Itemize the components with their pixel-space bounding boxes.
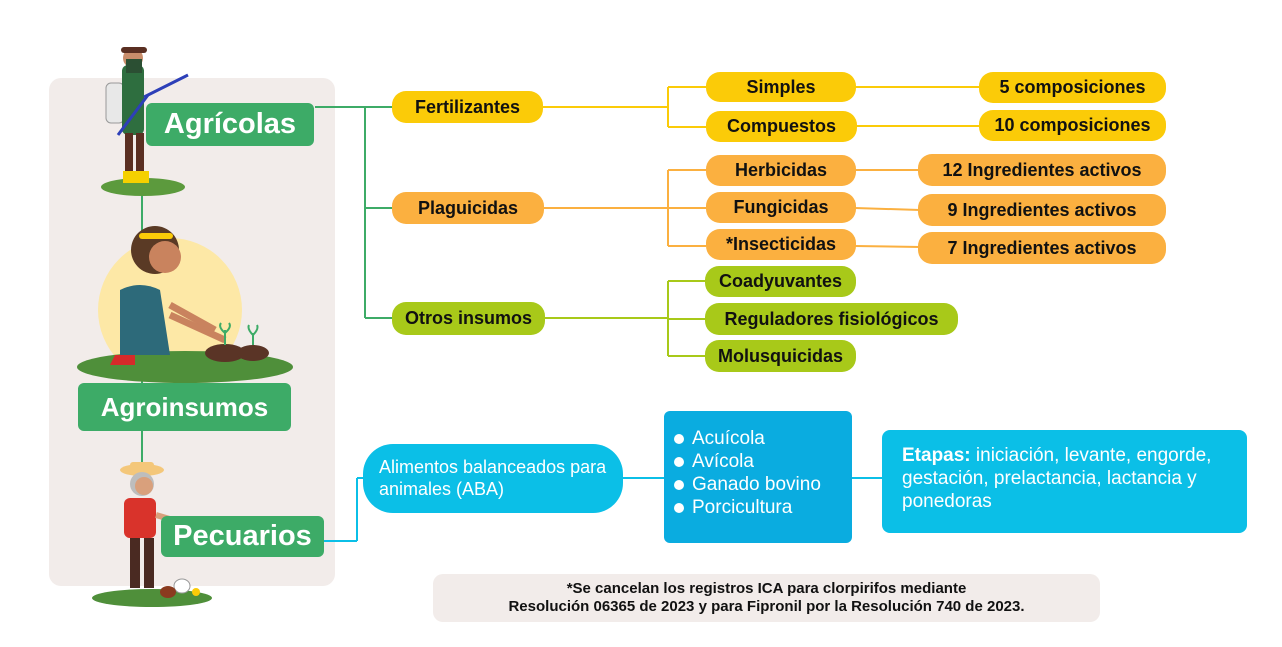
fertilizantes-node: Fertilizantes — [392, 91, 543, 123]
herbicidas-node: Herbicidas — [706, 155, 856, 186]
reguladores-node: Reguladores fisiológicos — [705, 303, 958, 335]
species-item: Porcicultura — [674, 496, 842, 519]
fungicidas-node: Fungicidas — [706, 192, 856, 223]
compuestos-detail: 10 composiciones — [979, 110, 1166, 141]
stages-label: Etapas: — [902, 445, 971, 466]
insecticidas-node: *Insecticidas — [706, 229, 856, 260]
woman-planting-illustration — [77, 226, 293, 383]
species-box: Acuícola Avícola Ganado bovino Porcicult… — [664, 411, 852, 543]
stages-box: Etapas: iniciación, levante, engorde, ge… — [882, 430, 1247, 533]
herbicidas-detail: 12 Ingredientes activos — [918, 154, 1166, 186]
farmer-spraying-illustration — [101, 47, 189, 196]
farmer-feeding-chickens-illustration — [92, 462, 212, 607]
pecuarios-label: Pecuarios — [161, 516, 324, 557]
species-item: Ganado bovino — [674, 473, 842, 496]
agricolas-label: Agrícolas — [146, 103, 314, 146]
otros-insumos-node: Otros insumos — [392, 302, 545, 335]
stages-text: iniciación, levante, engorde, gestación,… — [902, 445, 1212, 512]
footnote-line-1: *Se cancelan los registros ICA para clor… — [566, 580, 967, 597]
simples-node: Simples — [706, 72, 856, 102]
species-item: Acuícola — [674, 427, 842, 450]
footnote-line-2: Resolución 06365 de 2023 y para Fipronil… — [508, 598, 1025, 615]
coadyuvantes-node: Coadyuvantes — [705, 266, 856, 297]
molusquicidas-node: Molusquicidas — [705, 340, 856, 372]
simples-detail: 5 composiciones — [979, 72, 1166, 103]
insecticidas-detail: 7 Ingredientes activos — [918, 232, 1166, 264]
species-item: Avícola — [674, 450, 842, 473]
fungicidas-detail: 9 Ingredientes activos — [918, 194, 1166, 226]
plaguicidas-node: Plaguicidas — [392, 192, 544, 224]
agroinsumos-label: Agroinsumos — [78, 383, 291, 431]
compuestos-node: Compuestos — [706, 111, 857, 142]
aba-node: Alimentos balanceados para animales (ABA… — [363, 444, 623, 513]
footnote: *Se cancelan los registros ICA para clor… — [433, 574, 1100, 622]
